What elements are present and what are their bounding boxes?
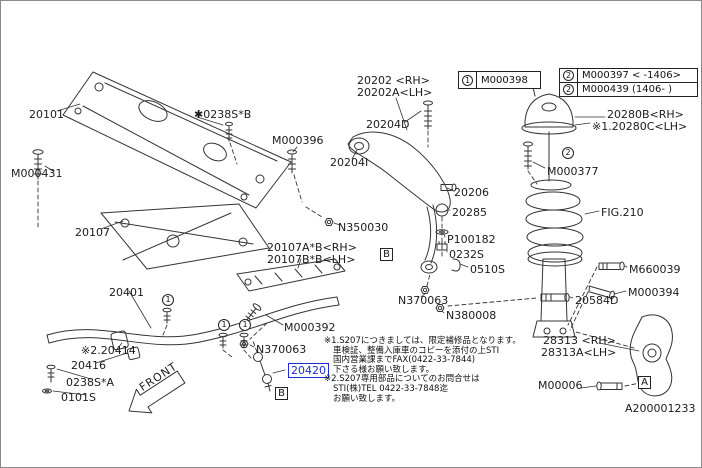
boxed-letter-b: B bbox=[275, 387, 288, 400]
part-label-20204i: 20204I bbox=[330, 156, 369, 169]
circled-number-text: 2 bbox=[563, 70, 574, 81]
part-label-28313alh: 28313A<LH> bbox=[541, 346, 617, 359]
part-label-20206: 20206 bbox=[454, 186, 489, 199]
stud-0238sb-drawing bbox=[225, 121, 233, 142]
circled-number-1: 1 bbox=[218, 319, 230, 331]
assembly-dashed-lines bbox=[37, 130, 646, 387]
part-label-fig210: FIG.210 bbox=[601, 206, 644, 219]
part-label-m00006: M00006 bbox=[538, 379, 583, 392]
part-label-20420[interactable]: 20420 bbox=[288, 363, 329, 378]
part-label-20202rh: 20202 <RH> bbox=[357, 74, 430, 87]
footnote-line: 国内営業課までFAX(0422-33-7844) bbox=[333, 355, 476, 366]
footnote-line: ※1.S207につきましては、限定補修品となります。 bbox=[324, 336, 521, 346]
part-label-m000431: M000431 bbox=[11, 167, 63, 180]
stabilizer-clamp-20414-drawing bbox=[110, 330, 141, 361]
part-label-20584d: 20584D bbox=[575, 294, 619, 307]
footnote-line: STI(株)TEL 0422-33-7848迄 bbox=[333, 383, 448, 394]
part-label-0101s: 0101S bbox=[61, 391, 96, 404]
arm-bolt-20204d-drawing bbox=[423, 100, 433, 130]
legend-part-code: M000398 bbox=[481, 74, 528, 86]
bolt-m000396-drawing bbox=[287, 149, 297, 174]
part-label-m660039: M660039 bbox=[629, 263, 681, 276]
strut-body-drawing bbox=[532, 258, 576, 338]
footnote-block: ※1.S207につきましては、限定補修品となります。 車検証、整備入庫車のコピー… bbox=[324, 336, 521, 404]
part-label-n380008: N380008 bbox=[446, 309, 497, 322]
nuts-drawing bbox=[239, 218, 445, 348]
legend-item-m000398: 1 M000398 bbox=[458, 71, 541, 89]
circled-number-2: 2 bbox=[562, 147, 574, 159]
coil-spring-fig210-drawing bbox=[525, 131, 584, 267]
part-label-n370063: N370063 bbox=[256, 343, 307, 356]
crossmember-20101-drawing bbox=[62, 71, 292, 209]
circled-number-text: 2 bbox=[563, 84, 574, 95]
circled-number-1: 1 bbox=[459, 72, 477, 88]
legend-item-m000397: 2 M000397 < -1406> bbox=[559, 68, 698, 83]
boxed-letter-b: B bbox=[380, 248, 393, 261]
jackup-plate-20107a-drawing bbox=[236, 258, 346, 292]
footnote-line: 下さる様お願い致します。 bbox=[333, 364, 435, 375]
footnote-line: お願い致します。 bbox=[333, 393, 401, 404]
part-label-20101: 20101 bbox=[29, 108, 64, 121]
legend-item-m000439: 2 M000439 (1406- ) bbox=[559, 82, 698, 97]
part-label-20204d: 20204D bbox=[366, 118, 410, 131]
stabilizer-link-20420-drawing bbox=[253, 352, 272, 392]
part-label-20280brh: 20280B<RH> bbox=[607, 108, 684, 121]
part-label-20416: 20416 bbox=[71, 359, 106, 372]
part-label-m000394: M000394 bbox=[628, 286, 680, 299]
front-direction-arrow bbox=[128, 370, 186, 414]
part-label-0238sb: ✱0238S*B bbox=[194, 108, 252, 121]
circled-number-text: 1 bbox=[462, 74, 473, 86]
boxed-letter-a: A bbox=[638, 376, 651, 389]
part-label-front: FRONT bbox=[137, 359, 180, 394]
part-label-0238sa: 0238S*A bbox=[66, 376, 115, 389]
part-label-n350030: N350030 bbox=[338, 221, 389, 234]
bolt-m00006-drawing bbox=[596, 381, 623, 391]
part-label-20285: 20285 bbox=[452, 206, 487, 219]
pinch-bolt-20206-drawing bbox=[440, 183, 457, 192]
part-label-p100182: P100182 bbox=[447, 233, 496, 246]
part-label-m000392: M000392 bbox=[284, 321, 336, 334]
circled-number-2: 2 bbox=[560, 69, 578, 82]
circled-number-2: 2 bbox=[560, 83, 578, 96]
legend-part-code: M000439 (1406- ) bbox=[582, 84, 673, 95]
part-label-20202alh: 20202A<LH> bbox=[357, 86, 433, 99]
part-label-m000377: M000377 bbox=[547, 165, 599, 178]
part-label-20401: 20401 bbox=[109, 286, 144, 299]
part-label-220414: ※2.20414 bbox=[81, 344, 136, 357]
bolt-m000394-drawing bbox=[588, 285, 615, 300]
bolt-20584d-drawing bbox=[540, 293, 570, 302]
part-label-0232s: 0232S bbox=[449, 248, 484, 261]
bolt-m000392-drawing bbox=[245, 303, 262, 322]
part-label-20107abrh: 20107A*B<RH> bbox=[267, 241, 357, 254]
bolt-m000431-drawing bbox=[32, 149, 44, 180]
part-label-20107bblh: 20107B*B<LH> bbox=[267, 253, 356, 266]
circled-number-1: 1 bbox=[239, 319, 251, 331]
part-label-a200001233: A200001233 bbox=[625, 402, 696, 415]
bolt-m000377-drawing bbox=[523, 141, 533, 170]
control-arm-20202-drawing bbox=[347, 131, 451, 274]
bar-end-hardware-drawing bbox=[42, 364, 56, 394]
leader-lines bbox=[44, 97, 640, 396]
footnote-line: ※2.S207専用部品についてのお問合せは bbox=[324, 374, 480, 385]
part-label-m000396: M000396 bbox=[272, 134, 324, 147]
stabilizer-bar-20401-drawing bbox=[46, 296, 340, 346]
circled-number-1: 1 bbox=[162, 294, 174, 306]
bolt-m660039-drawing bbox=[598, 261, 625, 271]
knuckle-28313-drawing bbox=[629, 314, 673, 397]
support-plate-20107-drawing bbox=[100, 203, 270, 270]
part-label-28313rh: 28313 <RH> bbox=[543, 334, 616, 347]
part-label-20107: 20107 bbox=[75, 226, 110, 239]
footnote-line: 車検証、整備入庫車のコピーを添付の上STI bbox=[333, 345, 500, 356]
part-label-120280clh: ※1.20280C<LH> bbox=[592, 120, 688, 133]
part-label-n370063: N370063 bbox=[398, 294, 449, 307]
legend-part-code: M000397 < -1406> bbox=[582, 70, 681, 81]
part-label-0510s: 0510S bbox=[470, 263, 505, 276]
